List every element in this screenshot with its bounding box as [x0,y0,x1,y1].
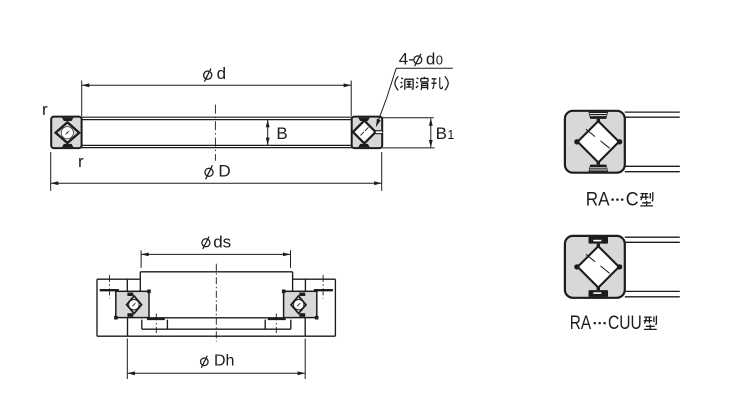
svg-text:d: d [217,64,226,83]
svg-text:RA: RA [570,313,592,334]
svg-text:r: r [78,152,84,171]
svg-text:r: r [42,100,48,119]
svg-text:RA: RA [586,190,610,211]
svg-text:Dh: Dh [214,353,234,370]
svg-text:D: D [218,162,230,181]
svg-text:4-: 4- [399,49,414,68]
svg-text:0: 0 [436,52,443,67]
svg-text:1: 1 [447,128,454,142]
svg-text:C: C [626,190,639,211]
svg-text:d: d [426,49,435,68]
svg-text:ds: ds [213,233,231,252]
svg-text:B: B [276,124,287,143]
svg-text:CUU: CUU [608,313,642,334]
svg-text:B: B [436,124,447,143]
